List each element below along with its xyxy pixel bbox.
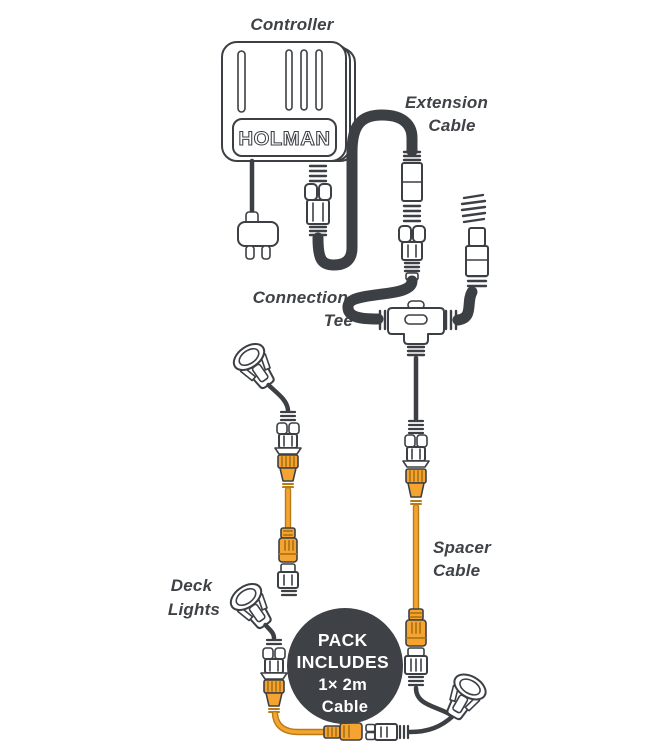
brand-plate <box>232 118 337 157</box>
strain-relief <box>402 204 422 223</box>
strain-relief <box>308 164 328 183</box>
deck-light-1-tail <box>266 382 291 413</box>
spacer-bottom-connector-pair <box>404 608 428 687</box>
pack-includes-badge: PACK INCLUDES 1× 2m Cable <box>287 608 403 724</box>
bottom-connector-pair <box>323 722 410 741</box>
deck-light-3-bottom-tail <box>407 713 456 735</box>
spacer-top-connector-pair <box>402 419 430 505</box>
controller-unit: HOLMAN <box>221 41 356 162</box>
controller-vents <box>237 49 323 113</box>
badge-circle <box>287 608 403 724</box>
coiled-cable-end <box>460 193 487 224</box>
right-branch-connector <box>460 193 489 288</box>
extension-cable-run-1 <box>312 109 418 271</box>
light-2-upper-connector-pair <box>277 527 299 597</box>
connection-tee-label: Connection Tee <box>253 288 353 330</box>
controller-label: Controller <box>250 15 334 34</box>
connection-tee <box>378 300 458 357</box>
strain-relief <box>407 419 425 435</box>
light-2-lower-connector-pair <box>260 638 288 713</box>
extension-cable-connector-pair <box>398 150 426 281</box>
plug-pin <box>261 245 271 260</box>
power-plug <box>237 158 279 260</box>
deck-light-1 <box>228 337 284 396</box>
deck-light-2-tail <box>263 622 277 641</box>
deck-light-2 <box>225 577 281 636</box>
tee-bottom-ribs <box>406 345 426 357</box>
brand-logo: HOLMAN <box>239 129 331 150</box>
deck-lights-label: Deck Lights <box>168 576 220 619</box>
deck-light-3 <box>437 668 491 726</box>
controller-output-connector <box>304 164 332 237</box>
light-1-connector-pair <box>274 410 302 488</box>
tee-right-cable <box>452 286 478 326</box>
extension-cable-run-2 <box>342 275 418 325</box>
diagram-labels: Controller Extension Cable Connection Te… <box>168 15 496 619</box>
plug-pin <box>245 245 255 260</box>
spacer-cable-label: Spacer Cable <box>433 538 496 580</box>
badge-text: PACK INCLUDES 1× 2m Cable <box>296 630 393 716</box>
extension-cable-label: Extension Cable <box>405 93 493 135</box>
included-2m-cable <box>273 712 326 734</box>
